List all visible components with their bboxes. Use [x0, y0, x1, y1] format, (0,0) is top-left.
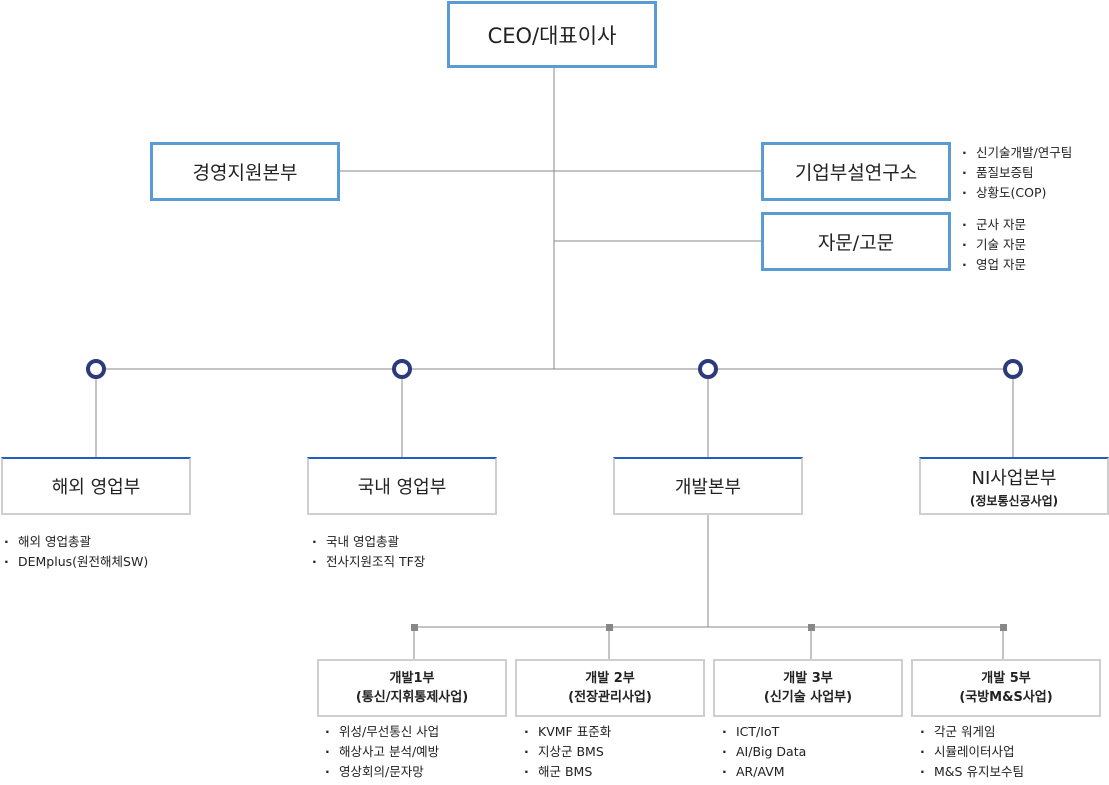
list-item: 영상회의/문자망 — [325, 762, 439, 782]
dev2-item-list: KVMF 표준화 지상군 BMS 해군 BMS — [524, 722, 611, 782]
list-item: M&S 유지보수팀 — [920, 762, 1024, 782]
node-circle — [698, 359, 718, 379]
team-box-dev5: 개발 5부 (국방M&S사업) — [911, 659, 1101, 717]
ceo-box: CEO/대표이사 — [447, 1, 657, 68]
team-label: 개발 2부 — [585, 671, 635, 686]
list-item: 각군 워게임 — [920, 722, 1024, 742]
list-item: 해군 BMS — [524, 762, 611, 782]
list-item: 군사 자문 — [962, 215, 1026, 235]
dept-sublabel: (정보통신공사업) — [969, 493, 1059, 508]
dept-label: 국내 영업부 — [357, 477, 447, 498]
overseas-sales-item-list: 해외 영업총괄 DEMplus(원전해체SW) — [4, 532, 148, 572]
advisory-item-list: 군사 자문 기술 자문 영업 자문 — [962, 215, 1026, 275]
list-item: 국내 영업총괄 — [312, 532, 425, 552]
team-sublabel: (전장관리사업) — [568, 690, 652, 705]
management-label: 경영지원본부 — [192, 162, 298, 184]
dept-label: NI사업본부 — [971, 467, 1057, 489]
dept-box-overseas-sales: 해외 영업부 — [1, 457, 191, 515]
dept-box-domestic-sales: 국내 영업부 — [307, 457, 497, 515]
team-box-dev2: 개발 2부 (전장관리사업) — [515, 659, 705, 717]
list-item: 전사지원조직 TF장 — [312, 552, 425, 572]
team-box-dev3: 개발 3부 (신기술 사업부) — [713, 659, 903, 717]
list-item: AR/AVM — [722, 762, 806, 782]
team-label: 개발1부 — [389, 671, 435, 686]
advisory-label: 자문/고문 — [817, 232, 895, 254]
team-label: 개발 5부 — [981, 671, 1031, 686]
list-item: 위성/무선통신 사업 — [325, 722, 439, 742]
dept-box-ni-business: NI사업본부 (정보통신공사업) — [919, 457, 1109, 515]
dept-box-development: 개발본부 — [613, 457, 803, 515]
ceo-label: CEO/대표이사 — [487, 23, 617, 48]
dept-label: 개발본부 — [674, 477, 742, 498]
node-square — [808, 624, 815, 631]
node-square — [606, 624, 613, 631]
node-circle — [392, 359, 412, 379]
rnd-item-list: 신기술개발/연구팀 품질보증팀 상황도(COP) — [962, 143, 1072, 203]
node-square — [1000, 624, 1007, 631]
team-box-dev1: 개발1부 (통신/지휘통제사업) — [317, 659, 507, 717]
rnd-box: 기업부설연구소 — [761, 142, 951, 201]
list-item: KVMF 표준화 — [524, 722, 611, 742]
dev3-item-list: ICT/IoT AI/Big Data AR/AVM — [722, 722, 806, 782]
list-item: AI/Big Data — [722, 742, 806, 762]
rnd-label: 기업부설연구소 — [794, 162, 918, 184]
list-item: 해상사고 분석/예방 — [325, 742, 439, 762]
list-item: 해외 영업총괄 — [4, 532, 148, 552]
domestic-sales-item-list: 국내 영업총괄 전사지원조직 TF장 — [312, 532, 425, 572]
list-item: 기술 자문 — [962, 235, 1026, 255]
list-item: DEMplus(원전해체SW) — [4, 552, 148, 572]
list-item: 신기술개발/연구팀 — [962, 143, 1072, 163]
list-item: 상황도(COP) — [962, 183, 1072, 203]
list-item: 시뮬레이터사업 — [920, 742, 1024, 762]
dev5-item-list: 각군 워게임 시뮬레이터사업 M&S 유지보수팀 — [920, 722, 1024, 782]
dev1-item-list: 위성/무선통신 사업 해상사고 분석/예방 영상회의/문자망 — [325, 722, 439, 782]
dept-label: 해외 영업부 — [51, 477, 141, 498]
team-label: 개발 3부 — [783, 671, 833, 686]
team-sublabel: (신기술 사업부) — [763, 690, 853, 705]
list-item: 품질보증팀 — [962, 163, 1072, 183]
advisory-box: 자문/고문 — [761, 212, 951, 271]
list-item: 지상군 BMS — [524, 742, 611, 762]
node-square — [411, 624, 418, 631]
list-item: 영업 자문 — [962, 255, 1026, 275]
team-sublabel: (국방M&S사업) — [959, 690, 1053, 705]
node-circle — [1003, 359, 1023, 379]
team-sublabel: (통신/지휘통제사업) — [355, 690, 469, 705]
management-box: 경영지원본부 — [150, 142, 340, 201]
list-item: ICT/IoT — [722, 722, 806, 742]
node-circle — [86, 359, 106, 379]
